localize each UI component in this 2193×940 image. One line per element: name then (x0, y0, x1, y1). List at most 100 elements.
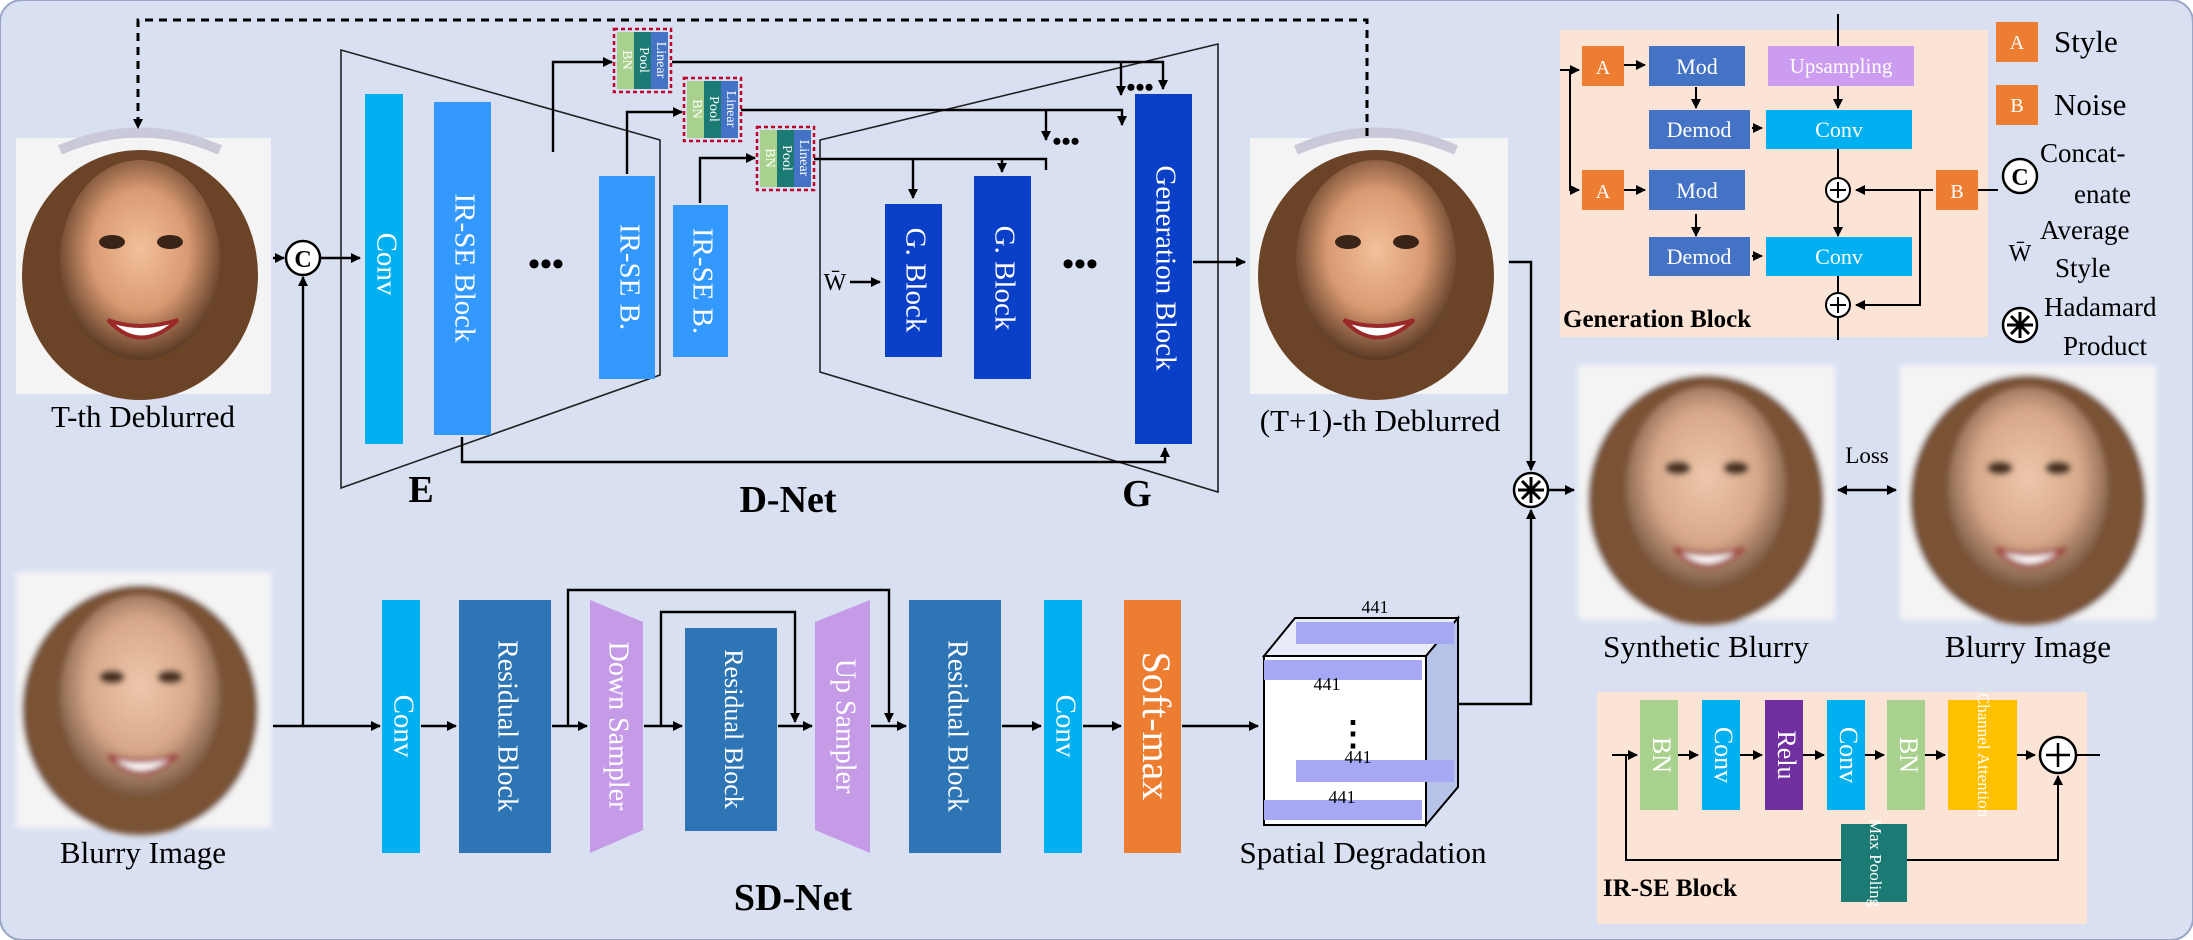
mod-label-1: Mod (1676, 54, 1718, 79)
kernel-size-label-1: 441 (1362, 597, 1389, 617)
legend-noise-key: B (2010, 95, 2023, 117)
mini-pool-label: Pool (636, 47, 651, 73)
add-node-1-mark (1830, 182, 1846, 198)
blurry-input-label: Blurry Image (60, 835, 226, 870)
generator-label: G (1122, 473, 1152, 515)
spatial-degradation-cube (1261, 615, 1461, 828)
irse-panel-channel-attention-label: Channel Attention (1974, 693, 1993, 818)
kernel-size-label-4: 441 (1329, 787, 1356, 807)
residual-block-2-label: Residual Block (719, 649, 748, 809)
irse-b2-label: IR-SE B. (686, 228, 718, 334)
mini-linear-label: Linear (653, 42, 668, 79)
g-block-2-label: G. Block (988, 226, 1020, 331)
sdnet-conv1 (382, 600, 420, 853)
dnet-conv-block (365, 94, 403, 444)
input-connections (273, 253, 381, 731)
legend-style-key: A (2010, 32, 2025, 54)
irse-panel-bn2-label: BN (1894, 737, 1923, 773)
residual-block-1-label: Residual Block (492, 640, 523, 812)
legend-hadamard-line2: Product (2063, 331, 2147, 361)
legend-concat-icon (2001, 157, 2039, 195)
irse-panel-max-pooling-label: Max Pooling (1866, 819, 1885, 908)
blurry-input-image (16, 572, 271, 835)
w-bar-symbol: W̄ (824, 270, 847, 296)
mod-label-2: Mod (1676, 178, 1718, 203)
bn-pool-linear-stack-3: BN Pool Linear (755, 125, 816, 192)
legend-average-symbol: W̄ (2009, 241, 2032, 267)
bn-pool-linear-stack-1: BN Pool Linear (612, 27, 673, 94)
g-block-1-label: G. Block (899, 228, 931, 333)
legend-noise-label: Noise (2054, 87, 2126, 122)
mini-linear-label: Linear (723, 91, 738, 128)
style-a-label-2: A (1596, 181, 1611, 203)
sdnet-label: SD-Net (734, 877, 853, 919)
irse-panel-relu (1765, 700, 1803, 810)
dnet-conv-label: Conv (370, 233, 402, 296)
irse-panel-bn1 (1640, 700, 1678, 810)
legend-average-line1: Average (2040, 215, 2129, 245)
generation-block (1135, 94, 1192, 444)
irse-panel-conv1-label: Conv (1709, 727, 1738, 783)
down-sampler-label: Down Sampler (603, 642, 634, 811)
mod-block-2 (1649, 170, 1745, 210)
style-a-block-1 (1582, 46, 1624, 86)
legend-hadamard-mark (2007, 312, 2033, 338)
irse-panel-conv2-label: Conv (1834, 727, 1863, 783)
irse-panel-relu-label: Relu (1772, 730, 1801, 779)
legend-style-swatch (1996, 22, 2038, 62)
synthetic-blurry-image (1578, 365, 1835, 625)
generator-ellipsis: ••• (1062, 246, 1098, 283)
demod-label-2: Demod (1667, 244, 1732, 269)
bn-pool-linear-stack-2: BN Pool Linear (682, 76, 743, 143)
generation-block-panel-title: Generation Block (1563, 306, 1751, 333)
dnet-label: D-Net (739, 479, 836, 521)
irse-panel-channel-attention (1948, 700, 2017, 810)
irse-panel-conv2 (1827, 700, 1865, 810)
irse-b2-block (673, 205, 728, 357)
legend-hadamard-line1: Hadamard (2044, 292, 2157, 322)
legend-style-label: Style (2054, 24, 2118, 59)
residual-block-1 (459, 600, 551, 853)
sdnet-connections (421, 588, 1259, 731)
legend-concat-symbol: C (2011, 165, 2028, 191)
add-node-2-mark (1830, 297, 1846, 313)
legend-concatenate-line2: enate (2074, 179, 2131, 209)
mini-bn-label: BN (762, 148, 777, 167)
irse-panel-connections (1612, 750, 2100, 861)
noise-b-block (1936, 170, 1978, 210)
softmax-block (1124, 600, 1181, 853)
skip-ellipsis-2: ••• (1052, 127, 1079, 156)
g-block-1 (885, 204, 942, 357)
generation-panel-connections (1560, 14, 1998, 340)
demod-label-1: Demod (1667, 117, 1732, 142)
softmax-label: Soft-max (1134, 652, 1179, 801)
t-deblurred-image (16, 127, 271, 400)
irse-panel-conv1 (1702, 700, 1740, 810)
concatenate-node-symbol: C (294, 247, 311, 273)
legend-noise-swatch (1996, 85, 2038, 125)
sdnet-conv1-label: Conv (387, 695, 419, 758)
t1-deblurred-label: (T+1)-th Deblurred (1260, 403, 1501, 438)
kernel-size-label-3: 441 (1345, 747, 1372, 767)
skip-ellipsis-1: ••• (1126, 73, 1153, 102)
demod-block-2 (1649, 237, 1750, 276)
generation-block-label: Generation Block (1149, 165, 1181, 371)
encoder-ellipsis: ••• (528, 246, 564, 283)
gen-conv-block-2 (1766, 237, 1912, 276)
loss-label: Loss (1845, 443, 1889, 468)
upsampling-block (1768, 46, 1914, 86)
irse-panel-bn1-label: BN (1647, 737, 1676, 773)
t1-deblurred-image (1250, 127, 1508, 400)
synthetic-blurry-label: Synthetic Blurry (1603, 629, 1809, 664)
mod-block-1 (1649, 46, 1745, 86)
cube-vertical-ellipsis: ⋮ (1336, 716, 1370, 753)
mini-linear-label: Linear (796, 140, 811, 177)
irse-panel-max-pooling (1841, 824, 1907, 902)
legend-average-line2: Style (2055, 253, 2111, 283)
dnet-connections (460, 57, 1246, 464)
upsampling-label: Upsampling (1790, 54, 1893, 78)
mini-pool-label: Pool (706, 96, 721, 122)
encoder-label: E (408, 469, 433, 511)
mini-pool-label: Pool (779, 145, 794, 171)
